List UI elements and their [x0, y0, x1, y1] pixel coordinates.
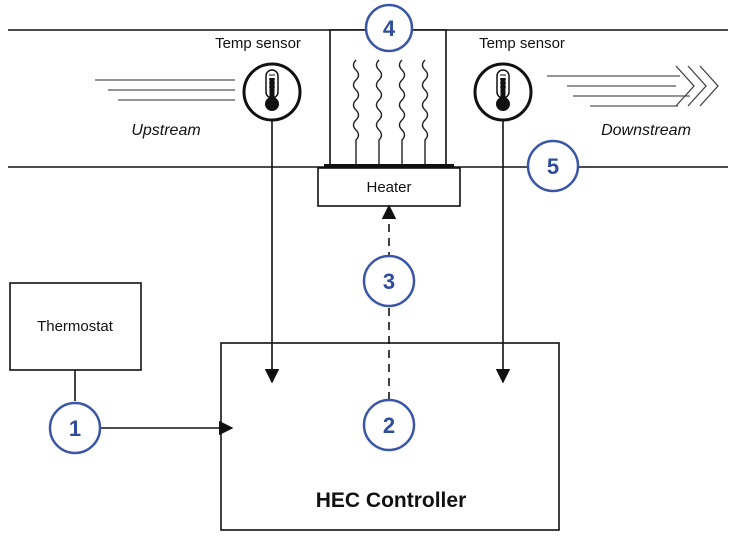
- svg-text:1: 1: [69, 416, 81, 441]
- downstream-airflow-lines: [547, 75, 690, 107]
- downstream-label: Downstream: [601, 122, 691, 139]
- marker-5: 5: [526, 139, 580, 193]
- marker-1: 1: [48, 401, 102, 455]
- temp-sensor-left-label: Temp sensor: [215, 35, 301, 52]
- downstream-chevrons-icon: [675, 65, 719, 107]
- svg-text:2: 2: [383, 413, 395, 438]
- upstream-airflow-lines: [95, 79, 235, 101]
- right-temp-sensor: [473, 62, 533, 122]
- thermostat-label: Thermostat: [37, 318, 114, 335]
- left-temp-sensor: [242, 62, 302, 122]
- marker-2: 2: [362, 398, 416, 452]
- heater-element: [324, 29, 454, 169]
- thermostat-box: [9, 282, 142, 371]
- svg-text:4: 4: [383, 16, 396, 41]
- heater-box: [317, 167, 461, 207]
- svg-text:3: 3: [383, 269, 395, 294]
- thermometer-icon: [265, 69, 279, 111]
- hec-controller-label: HEC Controller: [316, 489, 467, 512]
- thermometer-icon: [496, 69, 510, 111]
- temp-sensor-right-label: Temp sensor: [479, 35, 565, 52]
- heater-label: Heater: [366, 179, 411, 196]
- heating-coil-icon: [352, 59, 429, 166]
- marker-3: 3: [362, 254, 416, 308]
- marker-4: 4: [364, 3, 414, 53]
- upstream-label: Upstream: [131, 122, 200, 139]
- svg-text:5: 5: [547, 154, 559, 179]
